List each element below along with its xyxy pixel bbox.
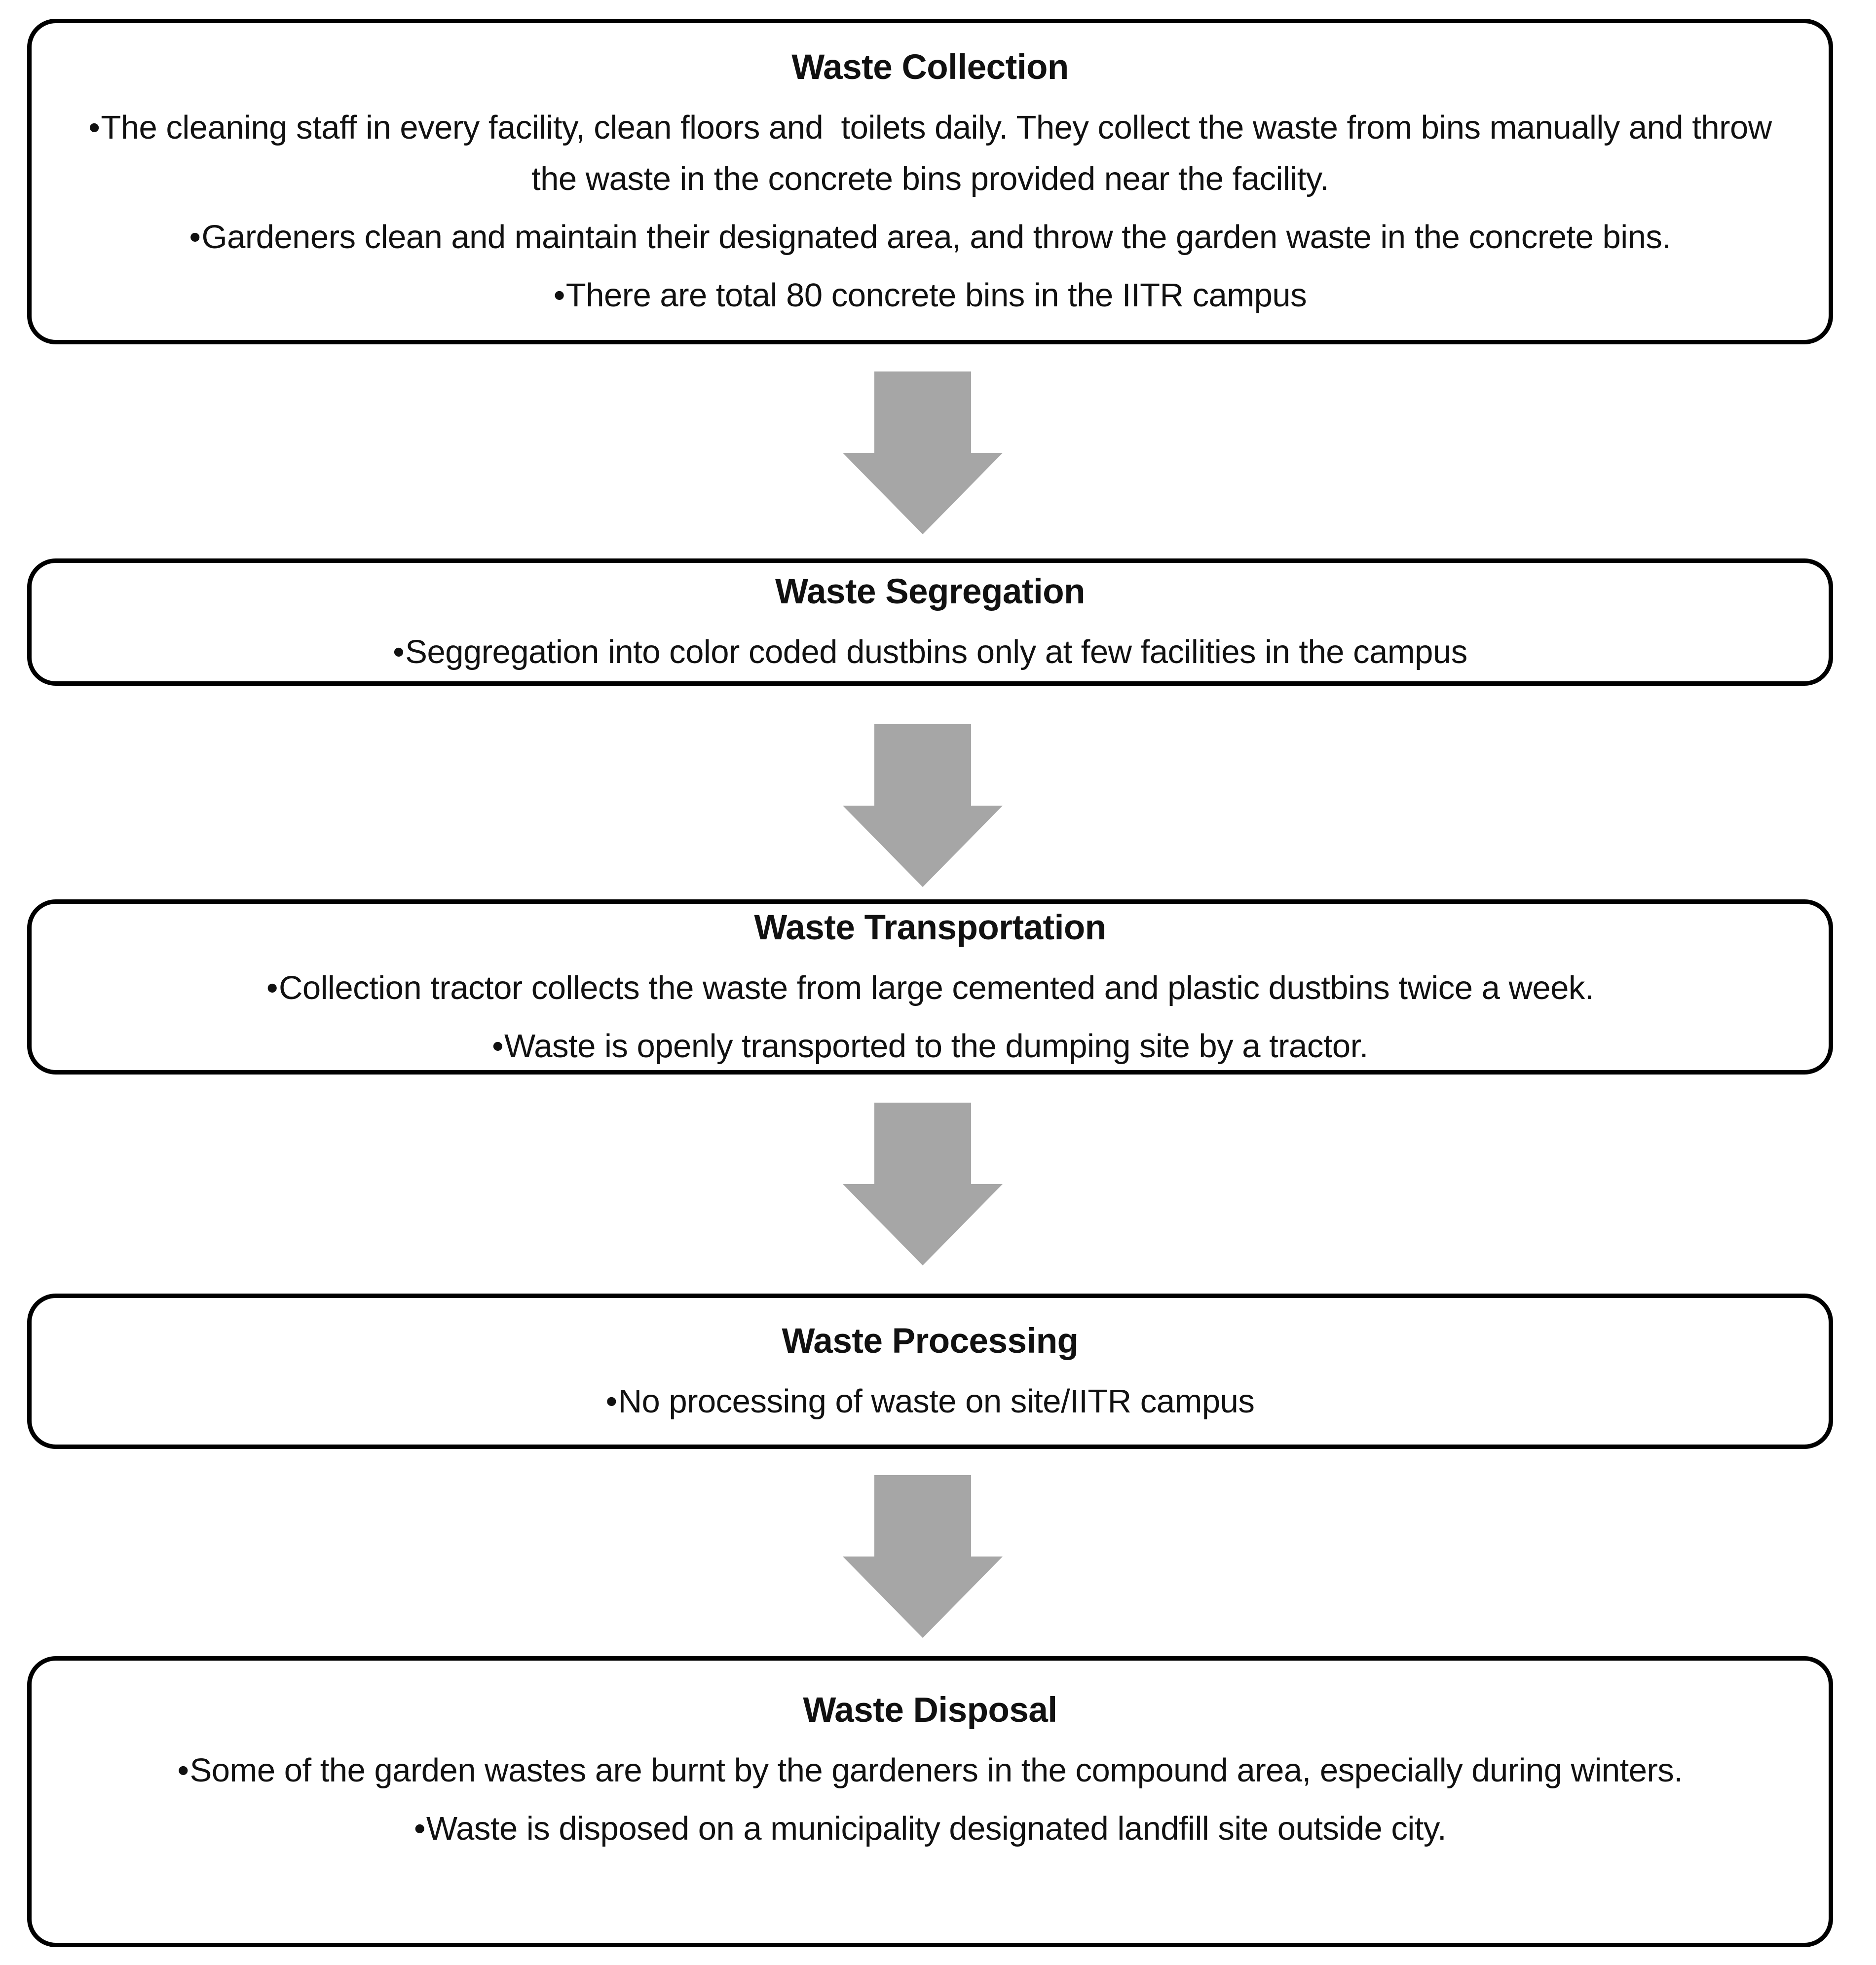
bullet-item: •Gardeners clean and maintain their desi… [189, 212, 1671, 263]
bullet-marker: • [605, 1382, 617, 1420]
bullet-marker: • [492, 1027, 504, 1065]
step-box-waste-collection: Waste Collection •The cleaning staff in … [27, 19, 1833, 344]
bullet-text: Waste is openly transported to the dumpi… [504, 1027, 1368, 1065]
bullet-text: Gardeners clean and maintain their desig… [201, 219, 1671, 256]
bullet-marker: • [393, 633, 405, 670]
step-title: Waste Processing [782, 1321, 1079, 1361]
step-box-waste-processing: Waste Processing •No processing of waste… [27, 1294, 1833, 1449]
bullet-text: Waste is disposed on a municipality desi… [426, 1810, 1447, 1847]
bullet-item: •There are total 80 concrete bins in the… [554, 270, 1307, 321]
bullet-item: •Some of the garden wastes are burnt by … [178, 1745, 1683, 1796]
bullet-item: •No processing of waste on site/IITR cam… [606, 1376, 1255, 1427]
bullet-text: No processing of waste on site/IITR camp… [618, 1382, 1255, 1420]
bullet-marker: • [553, 277, 565, 314]
bullet-marker: • [177, 1752, 189, 1789]
step-title: Waste Collection [791, 48, 1069, 87]
down-arrow [843, 1103, 1003, 1265]
down-arrow [843, 1475, 1003, 1638]
bullet-item: •Seggregation into color coded dustbins … [393, 627, 1467, 678]
step-box-waste-disposal: Waste Disposal •Some of the garden waste… [27, 1656, 1833, 1947]
down-arrow [843, 724, 1003, 887]
bullet-text: The cleaning staff in every facility, cl… [101, 109, 1781, 197]
bullet-marker: • [189, 219, 201, 256]
bullet-text: Some of the garden wastes are burnt by t… [189, 1752, 1683, 1789]
bullet-marker: • [266, 969, 278, 1006]
step-title: Waste Transportation [754, 908, 1106, 947]
bullet-marker: • [88, 109, 100, 146]
bullet-item: •Collection tractor collects the waste f… [266, 963, 1594, 1014]
step-box-waste-transportation: Waste Transportation •Collection tractor… [27, 899, 1833, 1075]
bullet-item: •Waste is openly transported to the dump… [492, 1021, 1368, 1072]
bullet-marker: • [413, 1810, 425, 1847]
bullet-item: •Waste is disposed on a municipality des… [413, 1803, 1447, 1854]
bullet-text: Collection tractor collects the waste fr… [278, 969, 1594, 1006]
bullet-text: Seggregation into color coded dustbins o… [405, 633, 1467, 670]
step-title: Waste Segregation [775, 572, 1086, 611]
bullet-item: •The cleaning staff in every facility, c… [81, 102, 1779, 205]
step-title: Waste Disposal [803, 1691, 1057, 1730]
bullet-text: There are total 80 concrete bins in the … [565, 277, 1307, 314]
down-arrow [843, 371, 1003, 534]
step-box-waste-segregation: Waste Segregation •Seggregation into col… [27, 558, 1833, 686]
